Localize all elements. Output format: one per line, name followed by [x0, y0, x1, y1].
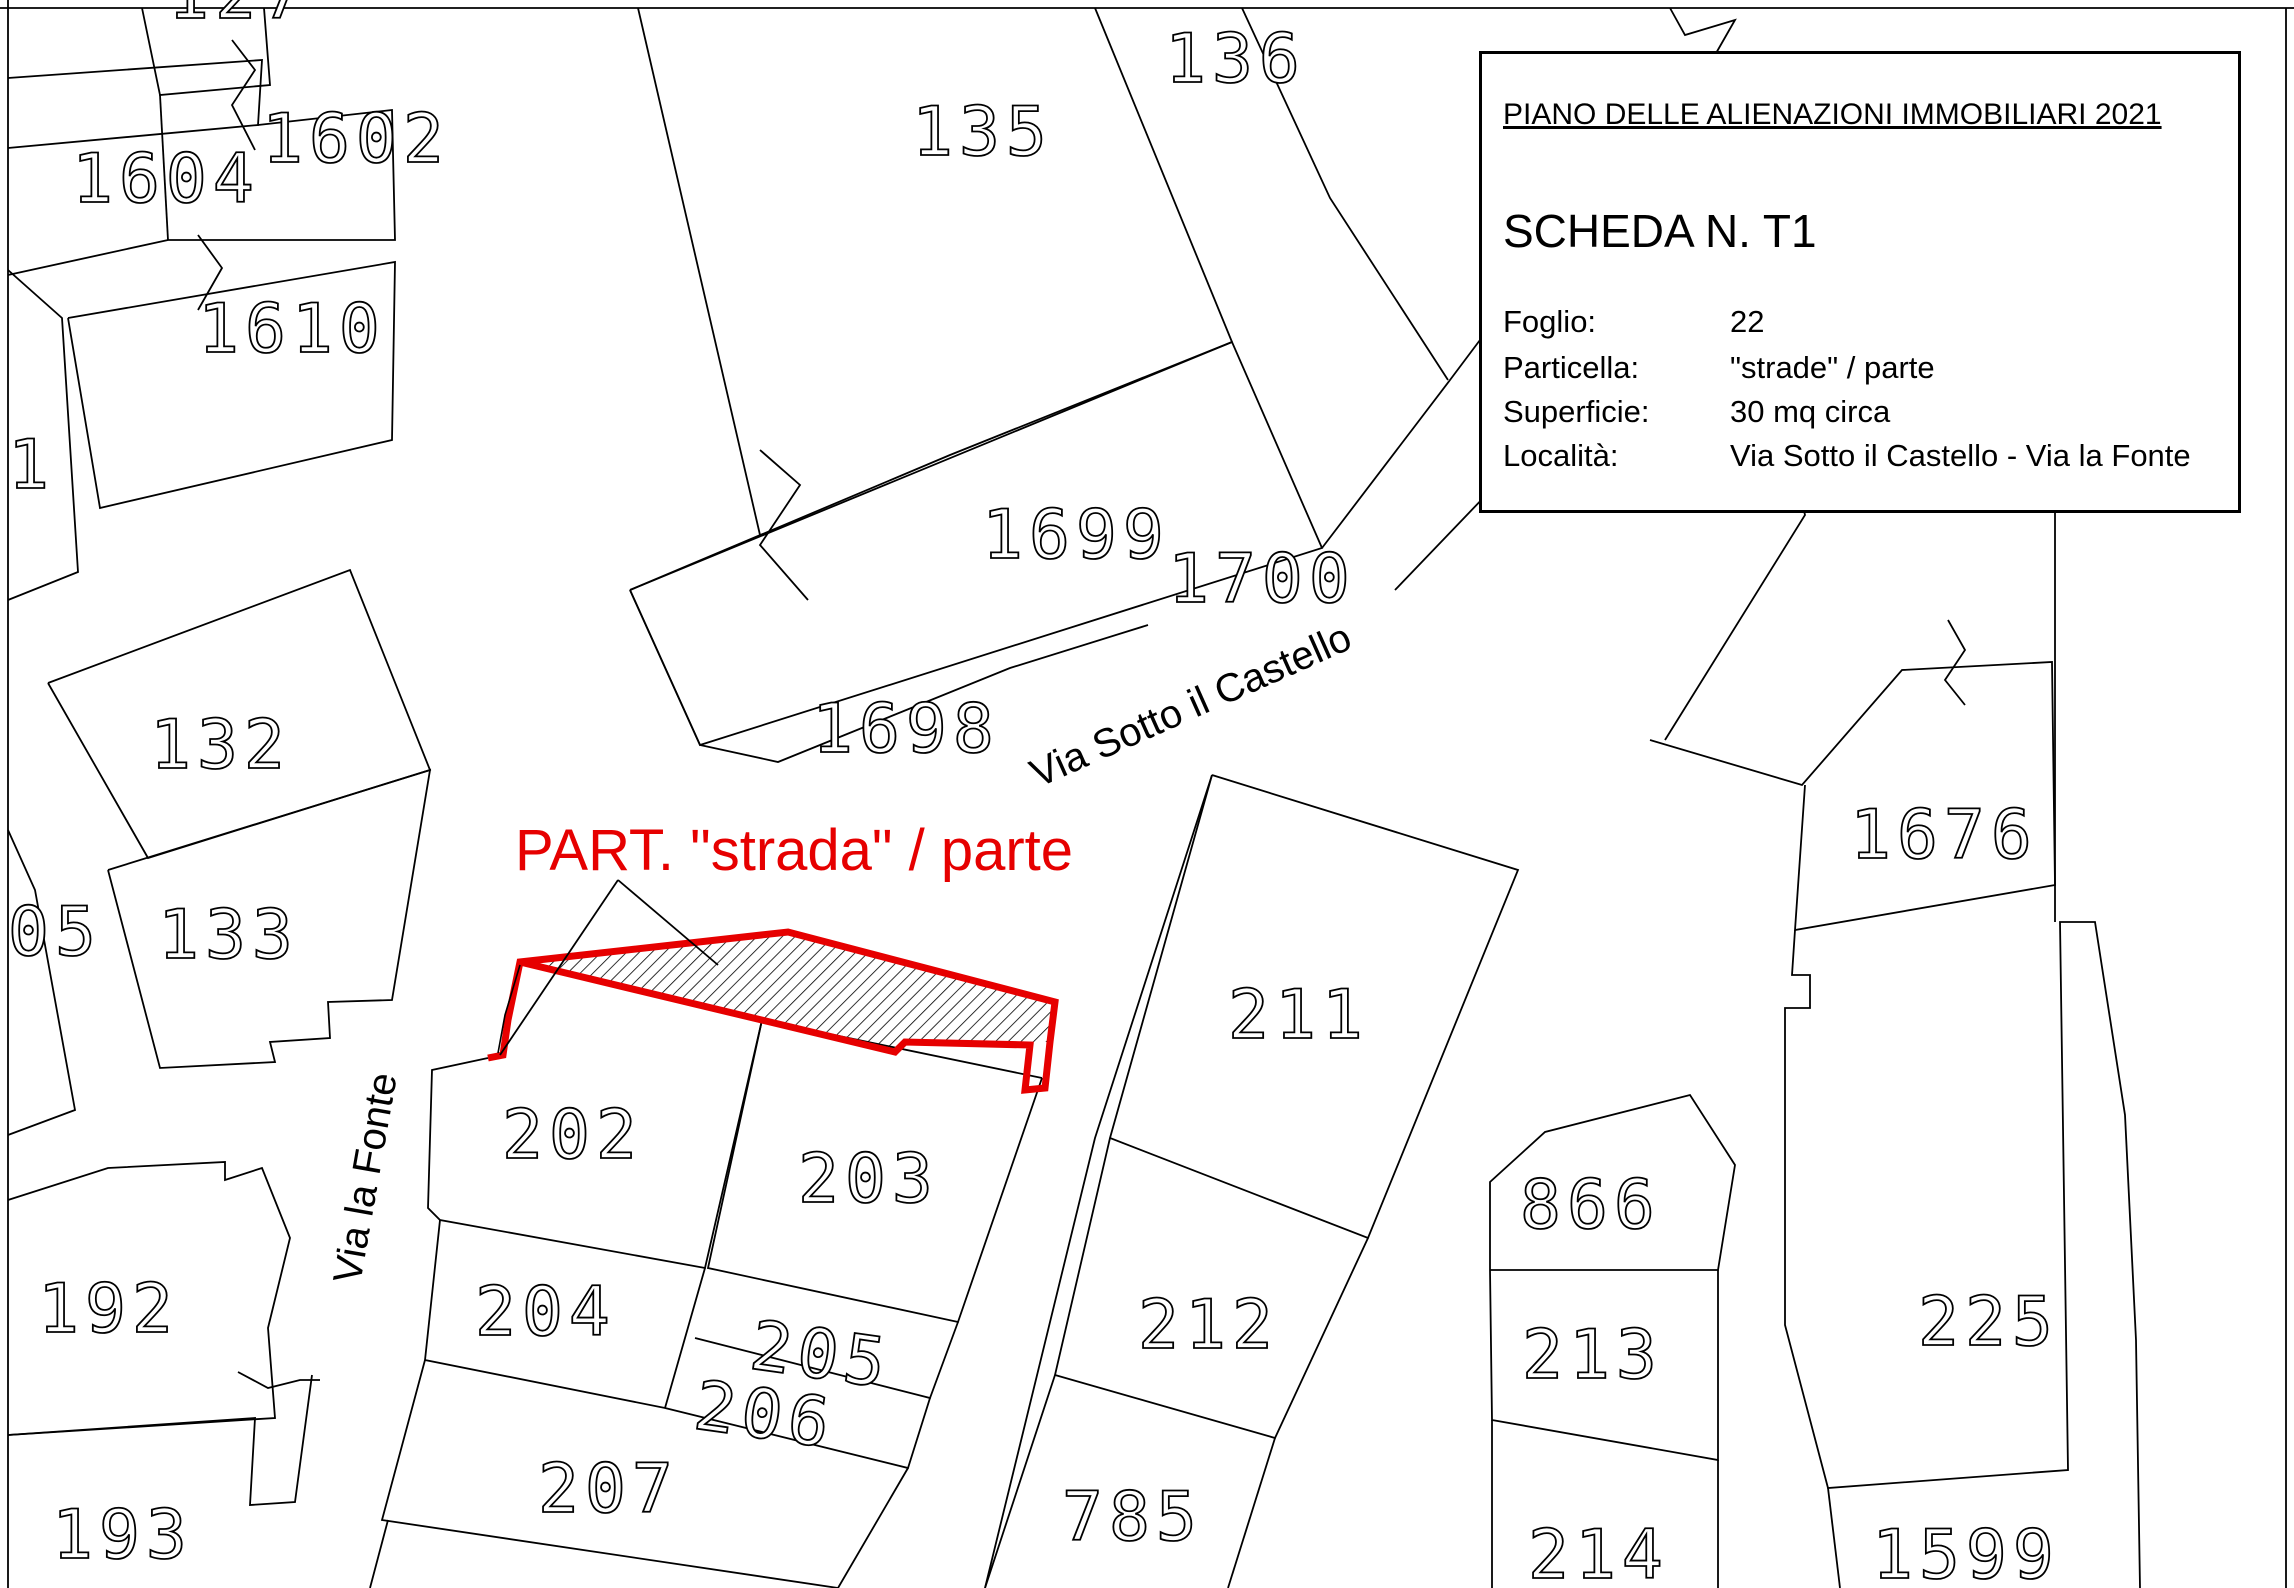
info-row-value: Via Sotto il Castello - Via la Fonte: [1730, 438, 2191, 473]
parcel-label-205: 205: [746, 1307, 896, 1405]
parcel-label-212: 212: [1138, 1286, 1279, 1365]
parcel-label-203: 203: [798, 1140, 939, 1219]
highlight-leader-line-2: [617, 879, 719, 966]
info-row-key: Superficie:: [1503, 394, 1650, 429]
parcel-label-135: 135: [912, 93, 1053, 172]
parcel-label-1604: 1604: [72, 140, 260, 219]
parcel-207-outline: [380, 1359, 909, 1588]
highlighted-parcel-hatch: [520, 932, 1055, 1052]
parcel-1699-inner: [629, 341, 1233, 591]
parcel-192-tick: [237, 1371, 320, 1389]
info-row-particella: Particella: "strade" / parte: [1503, 350, 1935, 386]
highlight-label: PART. "strada" / parte: [515, 818, 1073, 883]
info-row-superficie: Superficie: 30 mq circa: [1503, 394, 1890, 430]
parcel-193-outline: [7, 1374, 313, 1506]
info-row-value: 30 mq circa: [1730, 394, 1891, 429]
parcel-label-1599: 1599: [1872, 1516, 2060, 1588]
parcel-label-1676: 1676: [1850, 796, 2038, 875]
parcel-207-bottom: [369, 1519, 389, 1588]
parcel-label-866: 866: [1520, 1166, 1661, 1245]
parcel-213-outline: [1489, 1269, 1719, 1462]
parcel-label-1700: 1700: [1168, 540, 1356, 619]
parcel-1676-tick: [1943, 619, 1967, 706]
highlighted-parcel-outline: [487, 928, 1059, 1094]
info-row-value: "strade" / parte: [1730, 350, 1935, 385]
parcel-outlines: [7, 7, 2141, 1588]
parcel-label-225: 225: [1918, 1283, 2059, 1362]
info-row-key: Foglio:: [1503, 304, 1597, 339]
parcel-136-right: [1241, 7, 1449, 381]
parcel-label-133: 133: [158, 896, 299, 975]
parcel-785-right: [1227, 1437, 1276, 1588]
parcel-225-outline: [1784, 921, 2141, 1588]
parcel-1599-outline: [1827, 1487, 1841, 1588]
info-row-key: Località:: [1503, 438, 1619, 473]
info-row-localita: Località: Via Sotto il Castello - Via la …: [1503, 438, 2191, 474]
parcel-192-outline: [7, 1161, 291, 1436]
parcel-1604-outline: [7, 59, 263, 149]
parcel-label-1699: 1699: [982, 496, 1170, 575]
parcel-label-1698: 1698: [812, 690, 1000, 769]
parcel-127-outline: [141, 7, 271, 96]
highlighted-parcel-outline-inner: [497, 964, 521, 1054]
parcel-203-outline: [706, 1019, 1043, 1324]
parcel-label-785: 785: [1062, 1478, 1203, 1557]
parcel-label-127: 127: [168, 0, 309, 35]
parcel-136-outline: [1094, 7, 1233, 343]
parcel-1700-outline: [1321, 339, 1481, 549]
parcel-label-214: 214: [1528, 1516, 1669, 1588]
parcel-label-192: 192: [38, 1270, 179, 1349]
parcel-labels: 127 1604 1602 1610 1 135 136 1699 1700 1…: [7, 0, 2060, 1588]
parcel-label-1: 1: [8, 426, 55, 505]
parcel-785-outline: [984, 1374, 1056, 1588]
parcel-boundary-tick: [230, 39, 257, 151]
parcel-top-right-tick: [1669, 7, 1737, 56]
info-box-title: PIANO DELLE ALIENAZIONI IMMOBILIARI 2021: [1503, 98, 2162, 131]
parcel-1602-outline: [7, 108, 396, 276]
parcel-label-204: 204: [475, 1273, 616, 1352]
parcel-1604-1602-border: [159, 94, 169, 241]
info-row-key: Particella:: [1503, 350, 1640, 385]
parcel-label-136: 136: [1165, 20, 1306, 99]
parcel-boundary-tick-2: [197, 234, 224, 311]
highlight-leader-line: [499, 879, 619, 1056]
parcel-1698-outline: [629, 589, 1149, 763]
parcel-135-outline: [637, 7, 761, 536]
parcel-label-05: 05: [8, 893, 102, 972]
info-row-foglio: Foglio: 22: [1503, 304, 1764, 340]
info-box-scheda: SCHEDA N. T1: [1503, 205, 1817, 257]
street-via-sotto-il-castello: Via Sotto il Castello: [1024, 615, 1358, 796]
highlighted-parcel: PART. "strada" / parte: [487, 818, 1073, 1094]
parcel-label-1602: 1602: [262, 100, 450, 179]
parcel-label-211: 211: [1228, 976, 1369, 1055]
parcel-204-outline: [424, 1219, 706, 1410]
info-box: PIANO DELLE ALIENAZIONI IMMOBILIARI 2021…: [1479, 51, 2241, 513]
parcel-133-outline: [107, 768, 432, 1069]
parcel-label-202: 202: [502, 1096, 643, 1175]
parcel-212-outline: [1053, 1137, 1369, 1440]
parcel-label-132: 132: [150, 706, 291, 785]
street-via-la-fonte: Via la Fonte: [326, 1069, 406, 1286]
parcel-label-1610: 1610: [198, 290, 386, 369]
info-row-value: 22: [1730, 304, 1765, 339]
parcel-1610-outline: [67, 260, 396, 510]
parcel-label-213: 213: [1522, 1316, 1663, 1395]
parcel-1-outline: [7, 269, 79, 601]
parcel-label-193: 193: [52, 1496, 193, 1575]
parcel-label-207: 207: [538, 1450, 679, 1529]
parcel-boundary-tick-3: [758, 449, 809, 601]
parcel-05-outline: [7, 829, 77, 1136]
parcel-211-left: [984, 774, 1213, 1588]
